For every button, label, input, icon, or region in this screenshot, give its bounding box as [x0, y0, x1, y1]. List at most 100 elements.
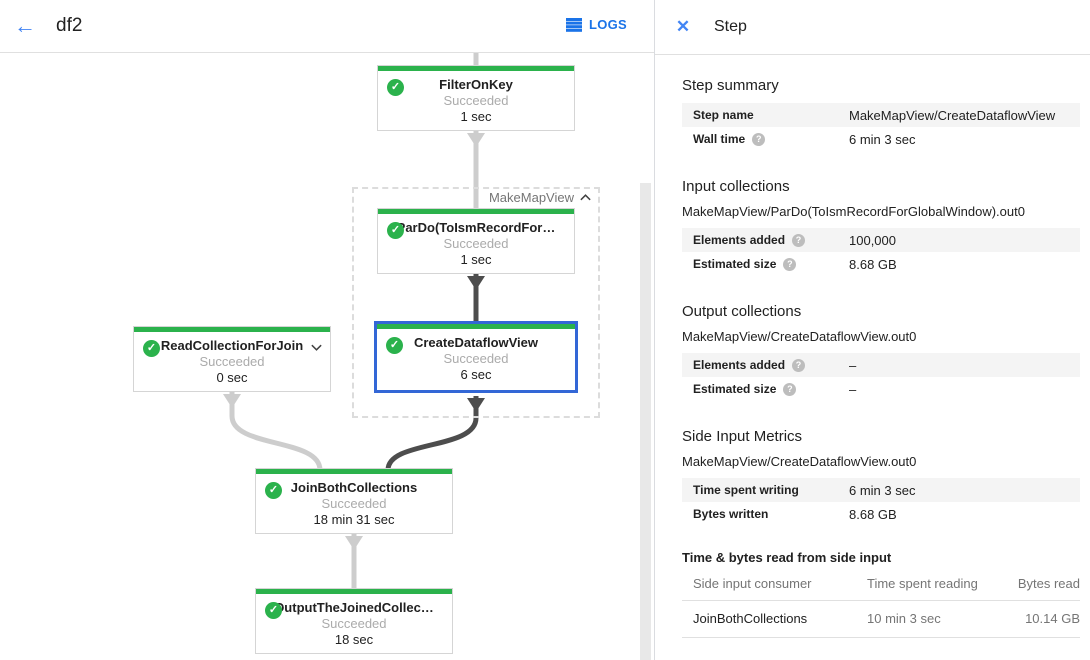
node-status-bar [378, 209, 574, 214]
side-input-metrics-rows: Time spent writing 6 min 3 sec Bytes wri… [682, 478, 1080, 526]
kv-label-text: Elements added [693, 358, 786, 372]
node-status-bar [378, 66, 574, 71]
node-createdataflowview[interactable]: CreateDataflowView Succeeded 6 sec [374, 321, 578, 393]
kv-label: Time spent writing [693, 483, 849, 497]
output-collections-rows: Elements added – Estimated size – [682, 353, 1080, 401]
kv-label-text: Bytes written [693, 507, 769, 521]
column-header-bytes-read: Bytes read [1017, 576, 1080, 591]
section-heading-step-summary: Step summary [682, 77, 779, 94]
kv-label-text: Wall time [693, 132, 746, 146]
node-title: OutputTheJoinedCollec… [274, 600, 434, 615]
success-check-icon [265, 482, 282, 499]
chevron-down-icon[interactable] [310, 340, 323, 358]
table-row: JoinBothCollections 10 min 3 sec 10.14 G… [682, 601, 1080, 638]
node-readcollectionforjoin[interactable]: ReadCollectionForJoin Succeeded 0 sec [133, 326, 331, 392]
side-input-collection-name: MakeMapView/CreateDataflowView.out0 [682, 454, 917, 469]
help-icon[interactable] [783, 382, 797, 396]
kv-label: Bytes written [693, 507, 849, 521]
kv-row-time-spent-writing: Time spent writing 6 min 3 sec [682, 478, 1080, 502]
kv-value: 100,000 [849, 232, 896, 248]
kv-label-text: Step name [693, 108, 754, 122]
logs-list-icon [565, 17, 582, 32]
node-status: Succeeded [443, 236, 509, 251]
kv-value: – [849, 357, 857, 373]
cell-time-reading: 10 min 3 sec [867, 611, 941, 626]
node-filteronkey[interactable]: FilterOnKey Succeeded 1 sec [377, 65, 575, 131]
help-icon[interactable] [752, 132, 766, 146]
kv-row-estimated-size: Estimated size 8.68 GB [682, 252, 1080, 276]
column-header-consumer: Side input consumer [693, 576, 812, 591]
node-joinbothcollections[interactable]: JoinBothCollections Succeeded 18 min 31 … [255, 468, 453, 534]
kv-label-text: Elements added [693, 233, 786, 247]
kv-value: 6 min 3 sec [849, 482, 916, 498]
step-detail-panel: Step Step summary Step name MakeMapView/… [654, 0, 1090, 660]
kv-label: Estimated size [693, 382, 849, 396]
kv-label-text: Estimated size [693, 257, 777, 271]
node-pardo-toismrecord[interactable]: ParDo(ToIsmRecordFor… Succeeded 1 sec [377, 208, 575, 274]
section-heading-side-input-metrics: Side Input Metrics [682, 428, 803, 445]
kv-label-text: Estimated size [693, 382, 777, 396]
chevron-up-icon [580, 194, 591, 201]
section-heading-output-collections: Output collections [682, 303, 802, 320]
node-title: ParDo(ToIsmRecordFor… [396, 220, 556, 235]
logs-button-label: LOGS [588, 17, 627, 32]
input-collection-name: MakeMapView/ParDo(ToIsmRecordForGlobalWi… [682, 204, 1025, 219]
node-title: ReadCollectionForJoin [160, 338, 304, 353]
job-header: df2 LOGS [0, 0, 654, 53]
kv-row-wall-time: Wall time 6 min 3 sec [682, 127, 1080, 151]
node-time: 6 sec [460, 367, 492, 382]
graph-edges [223, 47, 485, 590]
help-icon[interactable] [792, 233, 806, 247]
help-icon[interactable] [783, 257, 797, 271]
success-check-icon [143, 340, 160, 357]
node-title: JoinBothCollections [290, 480, 418, 495]
side-input-table: Side input consumer Time spent reading B… [682, 571, 1080, 638]
node-outputthejoinedcollection[interactable]: OutputTheJoinedCollec… Succeeded 18 sec [255, 588, 453, 654]
node-title: CreateDataflowView [413, 335, 539, 350]
node-time: 1 sec [460, 109, 492, 124]
step-summary-rows: Step name MakeMapView/CreateDataflowView… [682, 103, 1080, 151]
graph-vertical-scrollbar[interactable] [640, 183, 651, 660]
back-arrow-icon[interactable] [12, 13, 38, 39]
job-title: df2 [56, 15, 83, 36]
panel-header: Step [655, 0, 1090, 55]
column-header-time-reading: Time spent reading [867, 576, 978, 591]
kv-row-elements-added: Elements added 100,000 [682, 228, 1080, 252]
node-status: Succeeded [321, 616, 387, 631]
kv-row-elements-added: Elements added – [682, 353, 1080, 377]
logs-button[interactable]: LOGS [565, 17, 627, 32]
node-title: FilterOnKey [439, 77, 513, 92]
kv-label-text: Time spent writing [693, 483, 799, 497]
close-icon[interactable] [672, 16, 694, 38]
success-check-icon [265, 602, 282, 619]
section-heading-input-collections: Input collections [682, 178, 790, 195]
side-input-table-heading: Time & bytes read from side input [682, 550, 892, 565]
node-time: 0 sec [216, 370, 248, 385]
output-collection-name: MakeMapView/CreateDataflowView.out0 [682, 329, 917, 344]
cell-bytes-read: 10.14 GB [1025, 611, 1080, 626]
panel-body: Step summary Step name MakeMapView/Creat… [655, 77, 1090, 638]
node-status: Succeeded [321, 496, 387, 511]
kv-label: Elements added [693, 233, 849, 247]
kv-value: 6 min 3 sec [849, 131, 916, 147]
node-status-bar [377, 324, 575, 329]
kv-value: 8.68 GB [849, 506, 897, 522]
group-makemapview-header[interactable]: MakeMapView [352, 190, 592, 205]
panel-title: Step [714, 18, 747, 35]
input-collections-rows: Elements added 100,000 Estimated size 8.… [682, 228, 1080, 276]
success-check-icon [386, 337, 403, 354]
success-check-icon [387, 79, 404, 96]
kv-value: MakeMapView/CreateDataflowView [849, 107, 1056, 123]
kv-row-step-name: Step name MakeMapView/CreateDataflowView [682, 103, 1080, 127]
cell-consumer: JoinBothCollections [693, 611, 808, 626]
kv-label: Step name [693, 108, 849, 122]
kv-value: 8.68 GB [849, 256, 897, 272]
kv-row-bytes-written: Bytes written 8.68 GB [682, 502, 1080, 526]
side-input-table-header: Side input consumer Time spent reading B… [682, 571, 1080, 601]
group-label: MakeMapView [488, 190, 574, 205]
node-time: 18 min 31 sec [313, 512, 395, 527]
kv-label: Wall time [693, 132, 849, 146]
help-icon[interactable] [792, 358, 806, 372]
node-status: Succeeded [443, 93, 509, 108]
node-status-bar [256, 589, 452, 594]
